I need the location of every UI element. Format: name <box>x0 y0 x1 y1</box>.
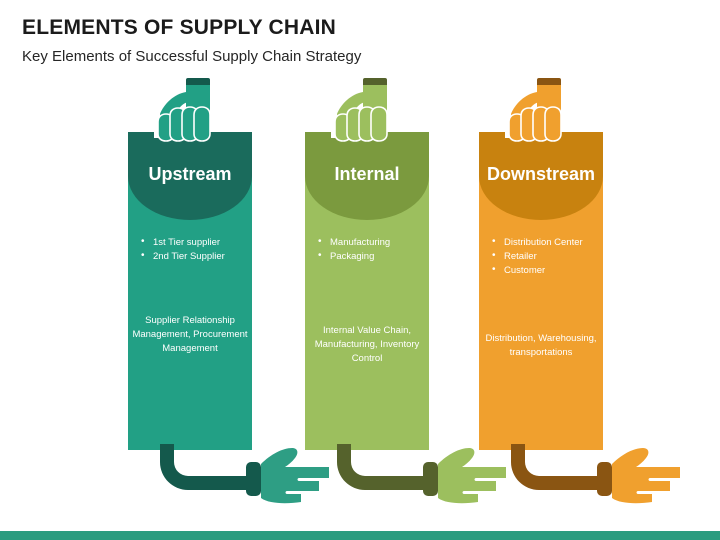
list-item: Manufacturing <box>315 235 427 250</box>
bullet-list: Distribution Center Retailer Customer <box>489 235 601 278</box>
column-cap <box>128 132 252 220</box>
column-upstream[interactable]: Upstream 1st Tier supplier 2nd Tier Supp… <box>128 78 252 450</box>
column-internal[interactable]: Internal Manufacturing Packaging Interna… <box>305 78 429 450</box>
column-description: Internal Value Chain, Manufacturing, Inv… <box>314 325 420 364</box>
fist-icon <box>154 78 226 150</box>
page-title: ELEMENTS OF SUPPLY CHAIN <box>22 16 337 39</box>
list-item: Packaging <box>315 249 427 264</box>
column-description: Distribution, Warehousing, transportatio… <box>485 333 597 358</box>
column-heading: Downstream <box>486 164 596 184</box>
footer-bar <box>0 531 720 540</box>
column-heading: Internal <box>334 164 400 184</box>
list-item: Retailer <box>489 249 601 264</box>
column-cap <box>479 132 603 220</box>
list-item: 1st Tier supplier <box>138 235 250 250</box>
column-downstream[interactable]: Downstream Distribution Center Retailer … <box>479 78 603 450</box>
connector-internal <box>327 444 517 510</box>
list-item: Distribution Center <box>489 235 601 250</box>
column-description: Supplier Relationship Management, Procur… <box>132 315 248 354</box>
column-cap <box>305 132 429 220</box>
column-heading: Upstream <box>148 164 232 184</box>
list-item: 2nd Tier Supplier <box>138 249 250 264</box>
page-subtitle: Key Elements of Successful Supply Chain … <box>22 48 362 65</box>
connector-upstream <box>150 444 340 510</box>
bullet-list: 1st Tier supplier 2nd Tier Supplier <box>138 235 250 264</box>
list-item: Customer <box>489 263 601 278</box>
fist-icon <box>505 78 577 150</box>
bullet-list: Manufacturing Packaging <box>315 235 427 264</box>
connector-downstream <box>501 444 691 510</box>
fist-icon <box>331 78 403 150</box>
